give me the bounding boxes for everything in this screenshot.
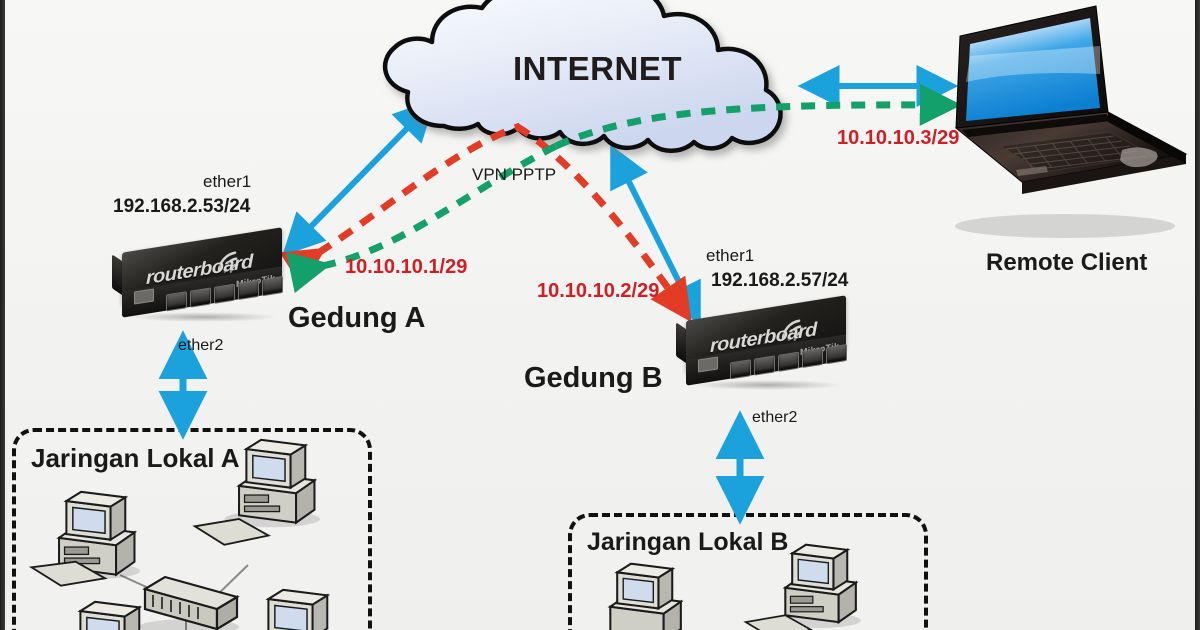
lan-a-workstation-2 [192, 438, 320, 546]
remote-client-label: Remote Client [986, 249, 1148, 276]
remote-client-vpn-ip-label: 10.10.10.3/29 [837, 127, 960, 149]
canvas-left-border [0, 0, 5, 630]
router-a-shadow [128, 312, 278, 322]
site-b-wan-ip-label: 192.168.2.57/24 [711, 270, 849, 291]
lan-a-workstation-4 [265, 588, 331, 630]
site-b-lan-port-label: ether2 [752, 409, 798, 426]
lan-b-workstation-1 [607, 562, 684, 630]
laptop-trackpad [1120, 147, 1158, 168]
router-b-shadow [692, 380, 842, 390]
lan-b-workstation-2 [743, 543, 861, 630]
routerboard-site-a[interactable]: routerboard MikroTik [108, 227, 296, 328]
laptop-right-edge [1108, 112, 1186, 164]
site-b-vpn-ip-label: 10.10.10.2/29 [537, 280, 660, 302]
mikrotik-logo-icon [217, 251, 239, 273]
routerboard-site-b[interactable]: routerboard MikroTik [672, 295, 860, 396]
site-b-building-label: Gedung B [524, 362, 663, 394]
mikrotik-logo-icon [781, 319, 803, 341]
site-a-lan-port-label: ether2 [178, 337, 224, 354]
site-a-wan-port-label: ether1 [203, 172, 252, 191]
lan-a-label: Jaringan Lokal A [31, 443, 240, 473]
laptop-screen [966, 18, 1100, 121]
lan-a-switch [139, 575, 240, 630]
laptop-hinge [962, 114, 1112, 137]
link-site-a-to-internet [282, 98, 436, 257]
lan-a-workstation-1 [28, 490, 140, 587]
lan-a-workstation-3 [77, 600, 143, 630]
laptop-shadow [955, 214, 1175, 238]
site-b-wan-port-label: ether1 [706, 246, 755, 265]
canvas-right-border [1195, 0, 1200, 630]
internet-cloud-label: INTERNET [513, 50, 682, 87]
site-a-vpn-ip-label: 10.10.10.1/29 [345, 256, 468, 278]
site-a-building-label: Gedung A [288, 302, 426, 334]
site-a-wan-ip-label: 192.168.2.53/24 [113, 196, 251, 217]
laptop-screen-glare [966, 46, 1100, 82]
laptop-status-strip [1016, 166, 1048, 176]
vpn-protocol-label: VPN PPTP [472, 165, 557, 184]
lan-b-label: Jaringan Lokal B [587, 528, 789, 556]
